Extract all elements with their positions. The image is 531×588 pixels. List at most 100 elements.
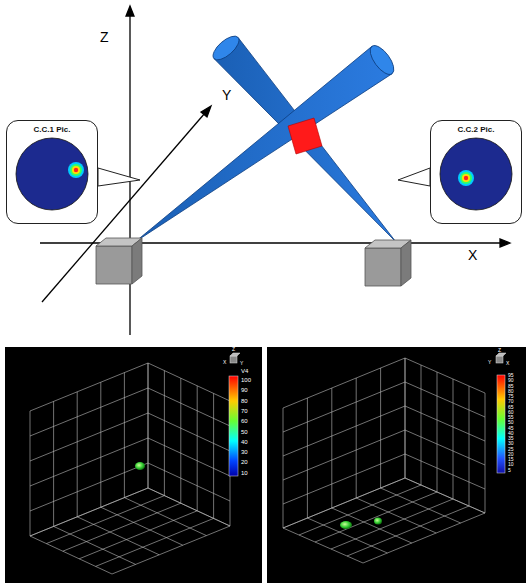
scale-label: 20 bbox=[508, 452, 514, 457]
plot-panel bbox=[5, 347, 262, 583]
stroke bbox=[356, 378, 357, 498]
stroke bbox=[469, 386, 470, 506]
stroke bbox=[148, 438, 230, 476]
scale-label: 25 bbox=[508, 447, 514, 452]
color-bar bbox=[229, 376, 238, 476]
stroke bbox=[307, 398, 308, 518]
scale-label: 45 bbox=[508, 426, 514, 431]
stroke bbox=[124, 498, 206, 536]
stroke bbox=[485, 393, 486, 513]
stroke bbox=[405, 478, 485, 513]
stroke bbox=[100, 382, 101, 507]
stroke bbox=[148, 388, 230, 426]
stroke bbox=[331, 499, 453, 549]
scale-label: 60 bbox=[508, 410, 514, 415]
scale-label: Y bbox=[240, 361, 243, 366]
scale-label: 85 bbox=[508, 384, 514, 389]
stroke bbox=[30, 388, 148, 436]
axis-triad bbox=[230, 353, 506, 363]
scale-label: 90 bbox=[241, 387, 248, 393]
stroke bbox=[30, 438, 148, 486]
hot-spot bbox=[68, 162, 84, 178]
scale-label: Y bbox=[488, 360, 491, 365]
stroke bbox=[63, 503, 181, 551]
cone-end bbox=[366, 42, 398, 78]
scale-label: 50 bbox=[508, 420, 514, 425]
callout-title: C.C.1 Pic. bbox=[7, 125, 97, 134]
scale-label: 55 bbox=[508, 415, 514, 420]
scale-label: X bbox=[223, 360, 226, 365]
stroke bbox=[30, 363, 148, 411]
stroke bbox=[283, 430, 405, 480]
stroke bbox=[283, 408, 284, 528]
stroke bbox=[112, 526, 230, 574]
hot-spot bbox=[464, 176, 468, 180]
stroke bbox=[405, 430, 485, 465]
point-cloud bbox=[340, 521, 352, 529]
stroke bbox=[164, 371, 165, 496]
stroke bbox=[30, 488, 148, 536]
scale-label: 10 bbox=[241, 470, 248, 476]
callout-bubble: C.C.2 Pic. bbox=[430, 120, 522, 224]
stroke bbox=[213, 393, 214, 518]
stroke bbox=[148, 363, 230, 401]
camera-box bbox=[96, 238, 411, 286]
stroke bbox=[405, 478, 485, 513]
stroke bbox=[405, 382, 485, 417]
scale-label: X bbox=[506, 361, 509, 366]
scale-label: 5 bbox=[508, 468, 511, 473]
stroke bbox=[77, 392, 78, 517]
scale-label: 30 bbox=[508, 441, 514, 446]
view-cone bbox=[135, 46, 392, 242]
hot-spot bbox=[462, 174, 470, 182]
stroke bbox=[180, 378, 181, 503]
scale-label: 80 bbox=[241, 398, 248, 404]
axis-label: Y bbox=[222, 88, 231, 102]
stroke bbox=[79, 511, 197, 559]
hot-spot bbox=[72, 166, 80, 174]
stroke bbox=[148, 463, 230, 501]
scale-label: 70 bbox=[508, 399, 514, 404]
stroke bbox=[124, 373, 125, 498]
stroke bbox=[405, 406, 485, 441]
stroke bbox=[405, 358, 406, 478]
scale-label: 70 bbox=[241, 408, 248, 414]
scale-label: 35 bbox=[508, 436, 514, 441]
stroke bbox=[405, 358, 485, 393]
stroke bbox=[30, 413, 148, 461]
scale-label: 15 bbox=[508, 457, 514, 462]
stroke bbox=[148, 413, 230, 451]
point-cloud bbox=[374, 518, 382, 525]
scale-label: 95 bbox=[508, 373, 514, 378]
stroke bbox=[331, 388, 332, 508]
point-cloud bbox=[135, 462, 145, 470]
stroke bbox=[283, 478, 405, 528]
stroke bbox=[77, 517, 159, 555]
axis-label: Z bbox=[100, 30, 109, 44]
view-cones bbox=[135, 32, 398, 242]
hot-spot bbox=[74, 168, 78, 172]
image-disk bbox=[16, 138, 88, 210]
stroke bbox=[381, 488, 461, 523]
scale-label: V4 bbox=[241, 368, 248, 374]
cone-end bbox=[209, 32, 243, 64]
stroke bbox=[283, 528, 363, 563]
plot-panel bbox=[267, 347, 526, 583]
stroke bbox=[347, 506, 469, 556]
stroke bbox=[148, 363, 149, 488]
camera-image bbox=[438, 136, 514, 212]
hot-spot bbox=[70, 164, 82, 176]
stroke bbox=[53, 401, 54, 526]
scale-label: Z bbox=[232, 347, 235, 352]
scale-label: 100 bbox=[241, 377, 251, 383]
hot-spot bbox=[460, 172, 472, 184]
grid-box bbox=[30, 358, 485, 574]
stroke bbox=[148, 488, 230, 526]
stroke bbox=[380, 368, 381, 488]
callout-bubble: C.C.1 Pic. bbox=[6, 120, 98, 224]
scale-label: 20 bbox=[241, 459, 248, 465]
scale-label: 40 bbox=[508, 431, 514, 436]
stroke bbox=[46, 496, 164, 544]
stroke bbox=[54, 526, 136, 564]
